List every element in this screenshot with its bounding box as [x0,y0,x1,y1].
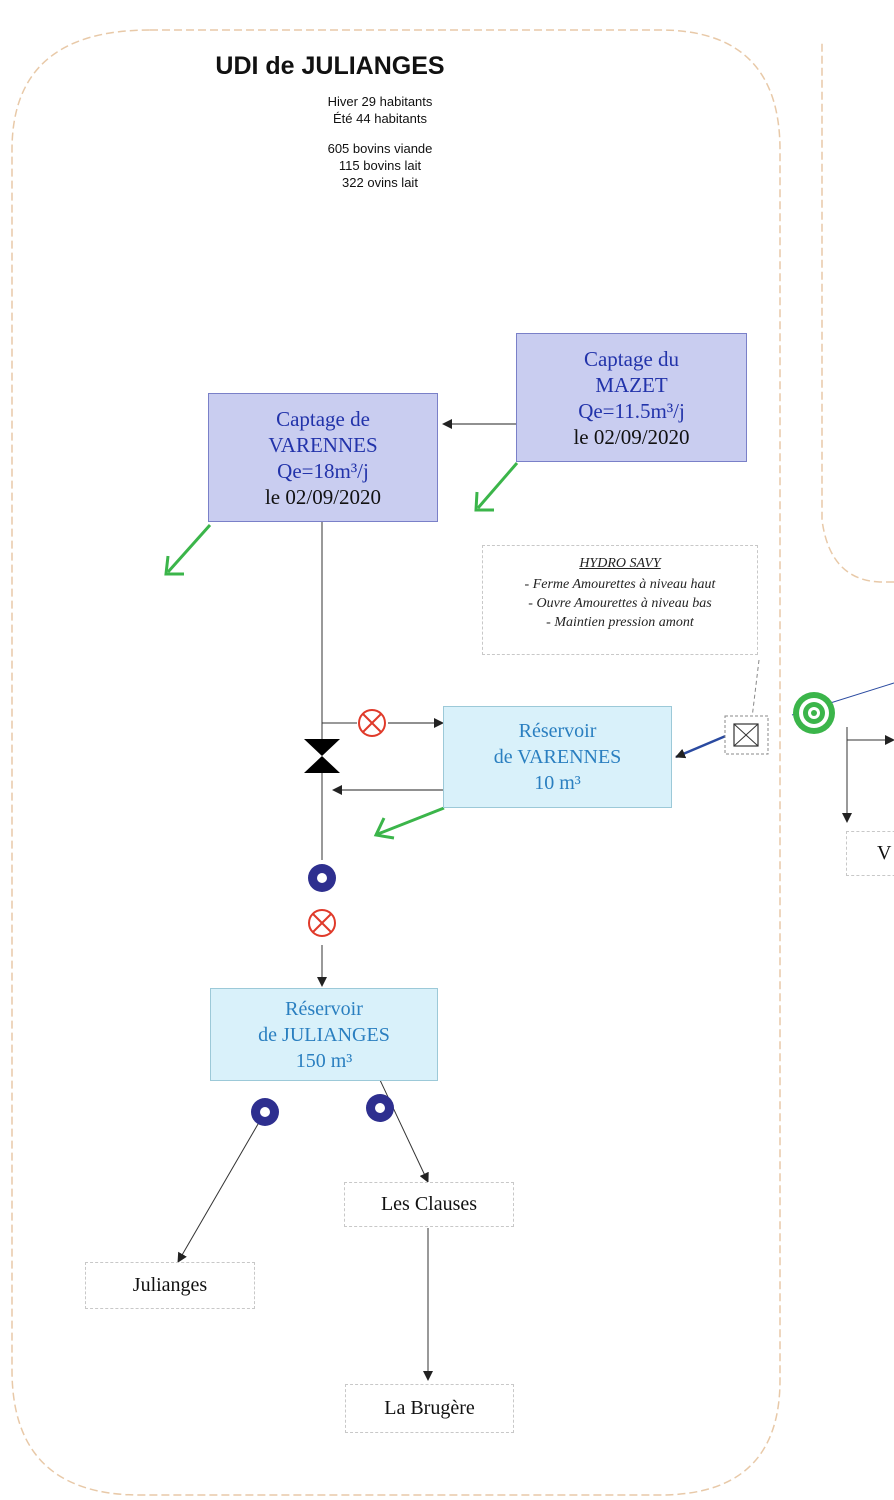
captage-varennes-name: VARENNES [268,432,378,457]
reservoir-julianges-capacity: 150 m³ [295,1049,353,1072]
place-right-partial: V [846,831,894,876]
hydro-note-title: HYDRO SAVY [579,556,661,571]
captage-varennes-flow: Qe=18m³/j [277,458,369,483]
captage-varennes: Captage de VARENNES Qe=18m³/j le 02/09/2… [208,393,438,522]
captage-mazet-date: le 02/09/2020 [573,424,690,449]
place-la-brugere: La Brugère [345,1384,514,1433]
page-title: UDI de JULIANGES [215,52,445,80]
meter-icon [366,1094,394,1122]
place-julianges: Julianges [85,1262,255,1309]
red-valve-icon [358,709,386,737]
captage-mazet-name: MAZET [595,372,668,397]
hydro-note-item: - Maintien pression amont [546,615,694,630]
livestock-beef: 605 bovins viande [327,141,433,156]
red-valve-icon [308,909,336,937]
reservoir-varennes-line1: Réservoir [518,720,597,742]
reservoir-julianges-name: de JULIANGES [258,1023,390,1046]
livestock-sheep: 322 ovins lait [342,175,418,190]
captage-mazet-flow: Qe=11.5m³/j [578,398,685,423]
reservoir-varennes: Réservoir de VARENNES 10 m³ [443,706,672,808]
captage-mazet-line1: Captage du [583,346,680,371]
reservoir-varennes-name: de VARENNES [493,746,622,768]
population-summer: Été 44 habitants [333,111,427,126]
population-info: Hiver 29 habitants Été 44 habitants [280,93,480,127]
reservoir-julianges: Réservoir de JULIANGES 150 m³ [210,988,438,1081]
pressure-regulator-icon [724,715,769,755]
meter-icon [251,1098,279,1126]
captage-varennes-line1: Captage de [276,406,370,431]
neighbour-boundary [821,40,894,583]
hydro-savy-note: HYDRO SAVY - Ferme Amourettes à niveau h… [482,545,758,655]
hydro-note-item: - Ouvre Amourettes à niveau bas [528,596,712,611]
hydro-note-item: - Ferme Amourettes à niveau haut [524,577,716,592]
overflow-arrows [164,462,519,840]
meter-icon [308,864,336,892]
source-target-icon [793,692,835,734]
population-winter: Hiver 29 habitants [327,94,433,109]
livestock-dairy: 115 bovins lait [338,158,422,173]
reservoir-julianges-line1: Réservoir [285,997,363,1020]
udi-boundary [11,29,781,1496]
place-les-clauses: Les Clauses [344,1182,514,1227]
captage-varennes-date: le 02/09/2020 [264,484,382,509]
reservoir-varennes-capacity: 10 m³ [534,772,581,794]
captage-mazet: Captage du MAZET Qe=11.5m³/j le 02/09/20… [516,333,747,462]
gate-valve-icon [304,739,340,773]
livestock-info: 605 bovins viande 115 bovins lait 322 ov… [280,140,480,191]
